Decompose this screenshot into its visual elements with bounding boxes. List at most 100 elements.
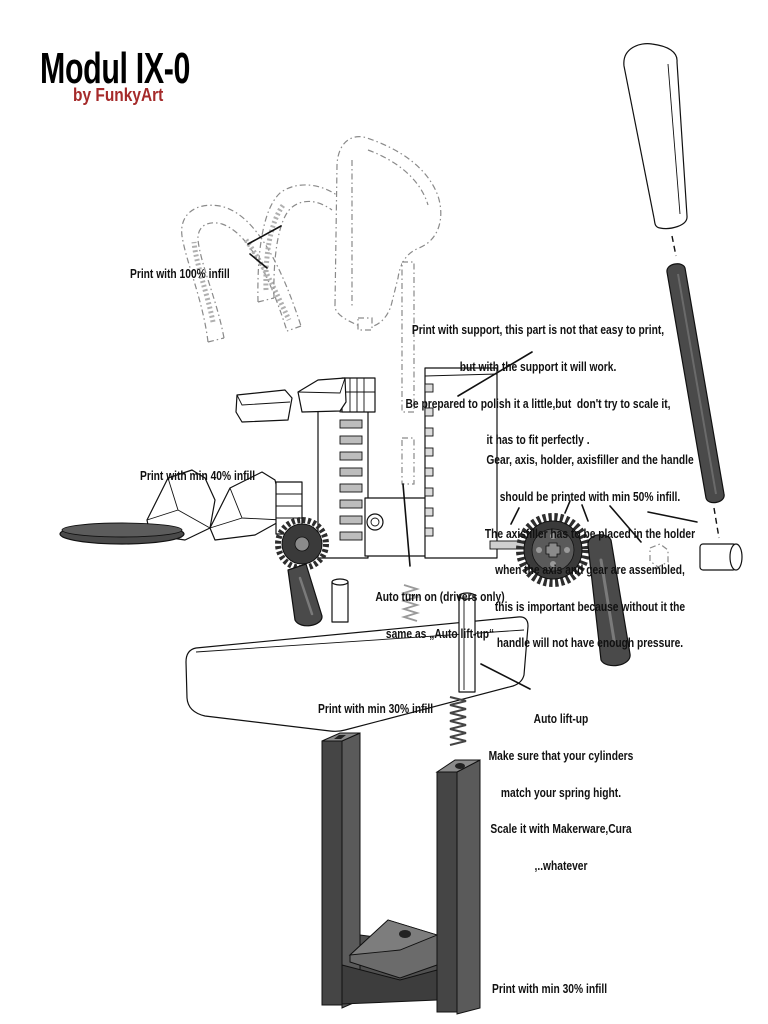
label-auto-lift-up: Auto lift-up Make sure that your cylinde… — [463, 689, 660, 884]
arch-left-teeth-right — [243, 238, 292, 322]
axis-rod-ghost-upper — [401, 261, 415, 413]
label-infill-30-base: Print with min 30% infill — [318, 679, 433, 728]
comb-tooth — [339, 483, 363, 493]
holder-tower — [401, 367, 498, 559]
support-part-outline — [334, 136, 442, 328]
lever-left-slot — [298, 576, 314, 616]
base-plate — [185, 616, 529, 732]
top-comb-body — [341, 377, 376, 413]
top-comb-piece — [341, 377, 376, 413]
leader-gear — [564, 500, 571, 514]
leader-auto-turn-on — [402, 483, 411, 567]
leader-lever — [581, 504, 589, 522]
handle-body — [623, 43, 688, 230]
label-line: Auto lift-up — [533, 712, 589, 727]
leader-auto-lift-up — [480, 663, 531, 690]
label-line: match your spring hight. — [500, 785, 622, 800]
label-line: when the axis and gear are assembled, — [495, 563, 685, 578]
label-line: Print with 100% infill — [130, 267, 230, 282]
label-line: Print with min 30% infill — [318, 702, 434, 717]
gear-hole — [550, 561, 556, 567]
wedge-b-body — [297, 377, 347, 413]
label-line: Scale it with Makerware,Cura — [490, 822, 632, 837]
leader-lines — [247, 225, 698, 690]
u-stand — [321, 732, 481, 1015]
label-line: Print with min 30% infill — [492, 982, 608, 997]
stand-right-column — [435, 759, 481, 1015]
comb-tooth — [339, 451, 363, 461]
seat-piece-left-edge — [146, 477, 211, 529]
holder-body — [424, 367, 498, 559]
label-line: this is important because without it the — [494, 599, 686, 614]
spring-upper — [400, 584, 421, 622]
wedge-piece-a — [235, 389, 293, 423]
label-infill-40: Print with min 40% infill — [140, 446, 255, 495]
connector-bracket — [364, 497, 428, 557]
comb-block — [317, 397, 369, 559]
base-disc-top — [61, 522, 183, 538]
axis-rod-ghost-lower — [401, 437, 415, 485]
holder-notch — [424, 447, 434, 457]
comb-tooth — [339, 499, 363, 509]
label-line: Auto turn on (drivers only) — [375, 590, 505, 605]
comb-tooth — [339, 435, 363, 445]
label-infill-30-stand: Print with min 30% infill — [492, 959, 607, 1008]
pin-left-top — [331, 578, 349, 586]
stand-left-column — [321, 732, 361, 1009]
label-gear-note: Gear, axis, holder, axisfiller and the h… — [451, 430, 730, 662]
label-line: ,..whatever — [534, 858, 588, 873]
gear-left-hub — [294, 536, 310, 552]
gear-left — [275, 517, 329, 571]
comb-tooth — [339, 419, 363, 429]
holder-top-edge — [424, 373, 498, 377]
gear-teeth — [516, 513, 590, 587]
handle-shading — [667, 63, 681, 215]
bracket-bolt — [366, 513, 384, 531]
wedge-a-edge — [236, 394, 291, 406]
arch-left-ghost — [181, 204, 302, 343]
gear — [516, 513, 590, 587]
holder-notch — [424, 427, 434, 437]
axis-rod-body — [666, 263, 725, 504]
diagram-subtitle: by FunkyArt — [73, 85, 164, 105]
label-line: Make sure that your cylinders — [488, 749, 634, 764]
support-part-inner-lines — [351, 149, 429, 306]
lever-right — [587, 534, 631, 667]
ghost-curved-parts — [181, 136, 442, 413]
comb-tooth — [339, 531, 363, 541]
seat-pieces — [146, 469, 303, 541]
label-line: handle will not have enough pressure. — [496, 636, 684, 651]
gear-hole — [550, 533, 556, 539]
label-line: same as „Auto lift-up“ — [385, 627, 495, 642]
label-line: it has to fit perfectly . — [486, 433, 590, 448]
arch-left-outer — [181, 204, 302, 343]
gear-hub — [545, 542, 561, 558]
label-line: The axisfiller has to be placed in the h… — [484, 526, 696, 541]
leader-hex-filler — [609, 505, 642, 543]
base-disc — [59, 522, 185, 545]
wedge-piece-b — [297, 377, 347, 413]
base-plate-body — [185, 616, 529, 732]
gear-hole — [564, 547, 570, 553]
arch-right-ghost — [257, 184, 339, 303]
stand-left-hole — [334, 735, 346, 739]
comb-tooth — [339, 467, 363, 477]
comb-block-teeth — [339, 403, 363, 541]
leader-infill-100-b — [249, 253, 268, 269]
lever-left — [287, 563, 323, 627]
stand-left-front — [321, 740, 343, 1006]
label-line: but with the support it will work. — [459, 360, 617, 375]
label-line: should be printed with min 50% infill. — [499, 490, 681, 505]
leader-infill-100-a — [247, 225, 282, 245]
holder-notch — [424, 487, 434, 497]
pin-left — [331, 578, 349, 623]
top-comb-ridges — [342, 378, 375, 412]
arch-right-end — [257, 297, 275, 303]
diagram-title: Modul IX-0 — [40, 44, 191, 93]
holder-notch — [424, 407, 434, 417]
axisfiller-cylinder — [699, 543, 743, 571]
stand-block-hole — [399, 930, 411, 938]
arch-right-outer — [257, 184, 339, 303]
leader-gear-stub — [510, 507, 520, 525]
